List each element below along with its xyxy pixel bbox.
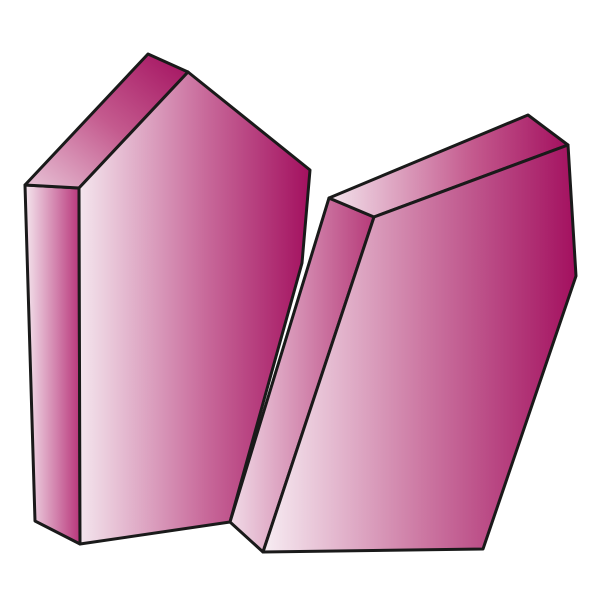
right-prism-front-face (261, 143, 578, 554)
left-prism-side-face (23, 183, 82, 546)
right-prism (228, 113, 578, 554)
left-prism (23, 52, 312, 546)
left-prism-front-face (77, 70, 312, 546)
